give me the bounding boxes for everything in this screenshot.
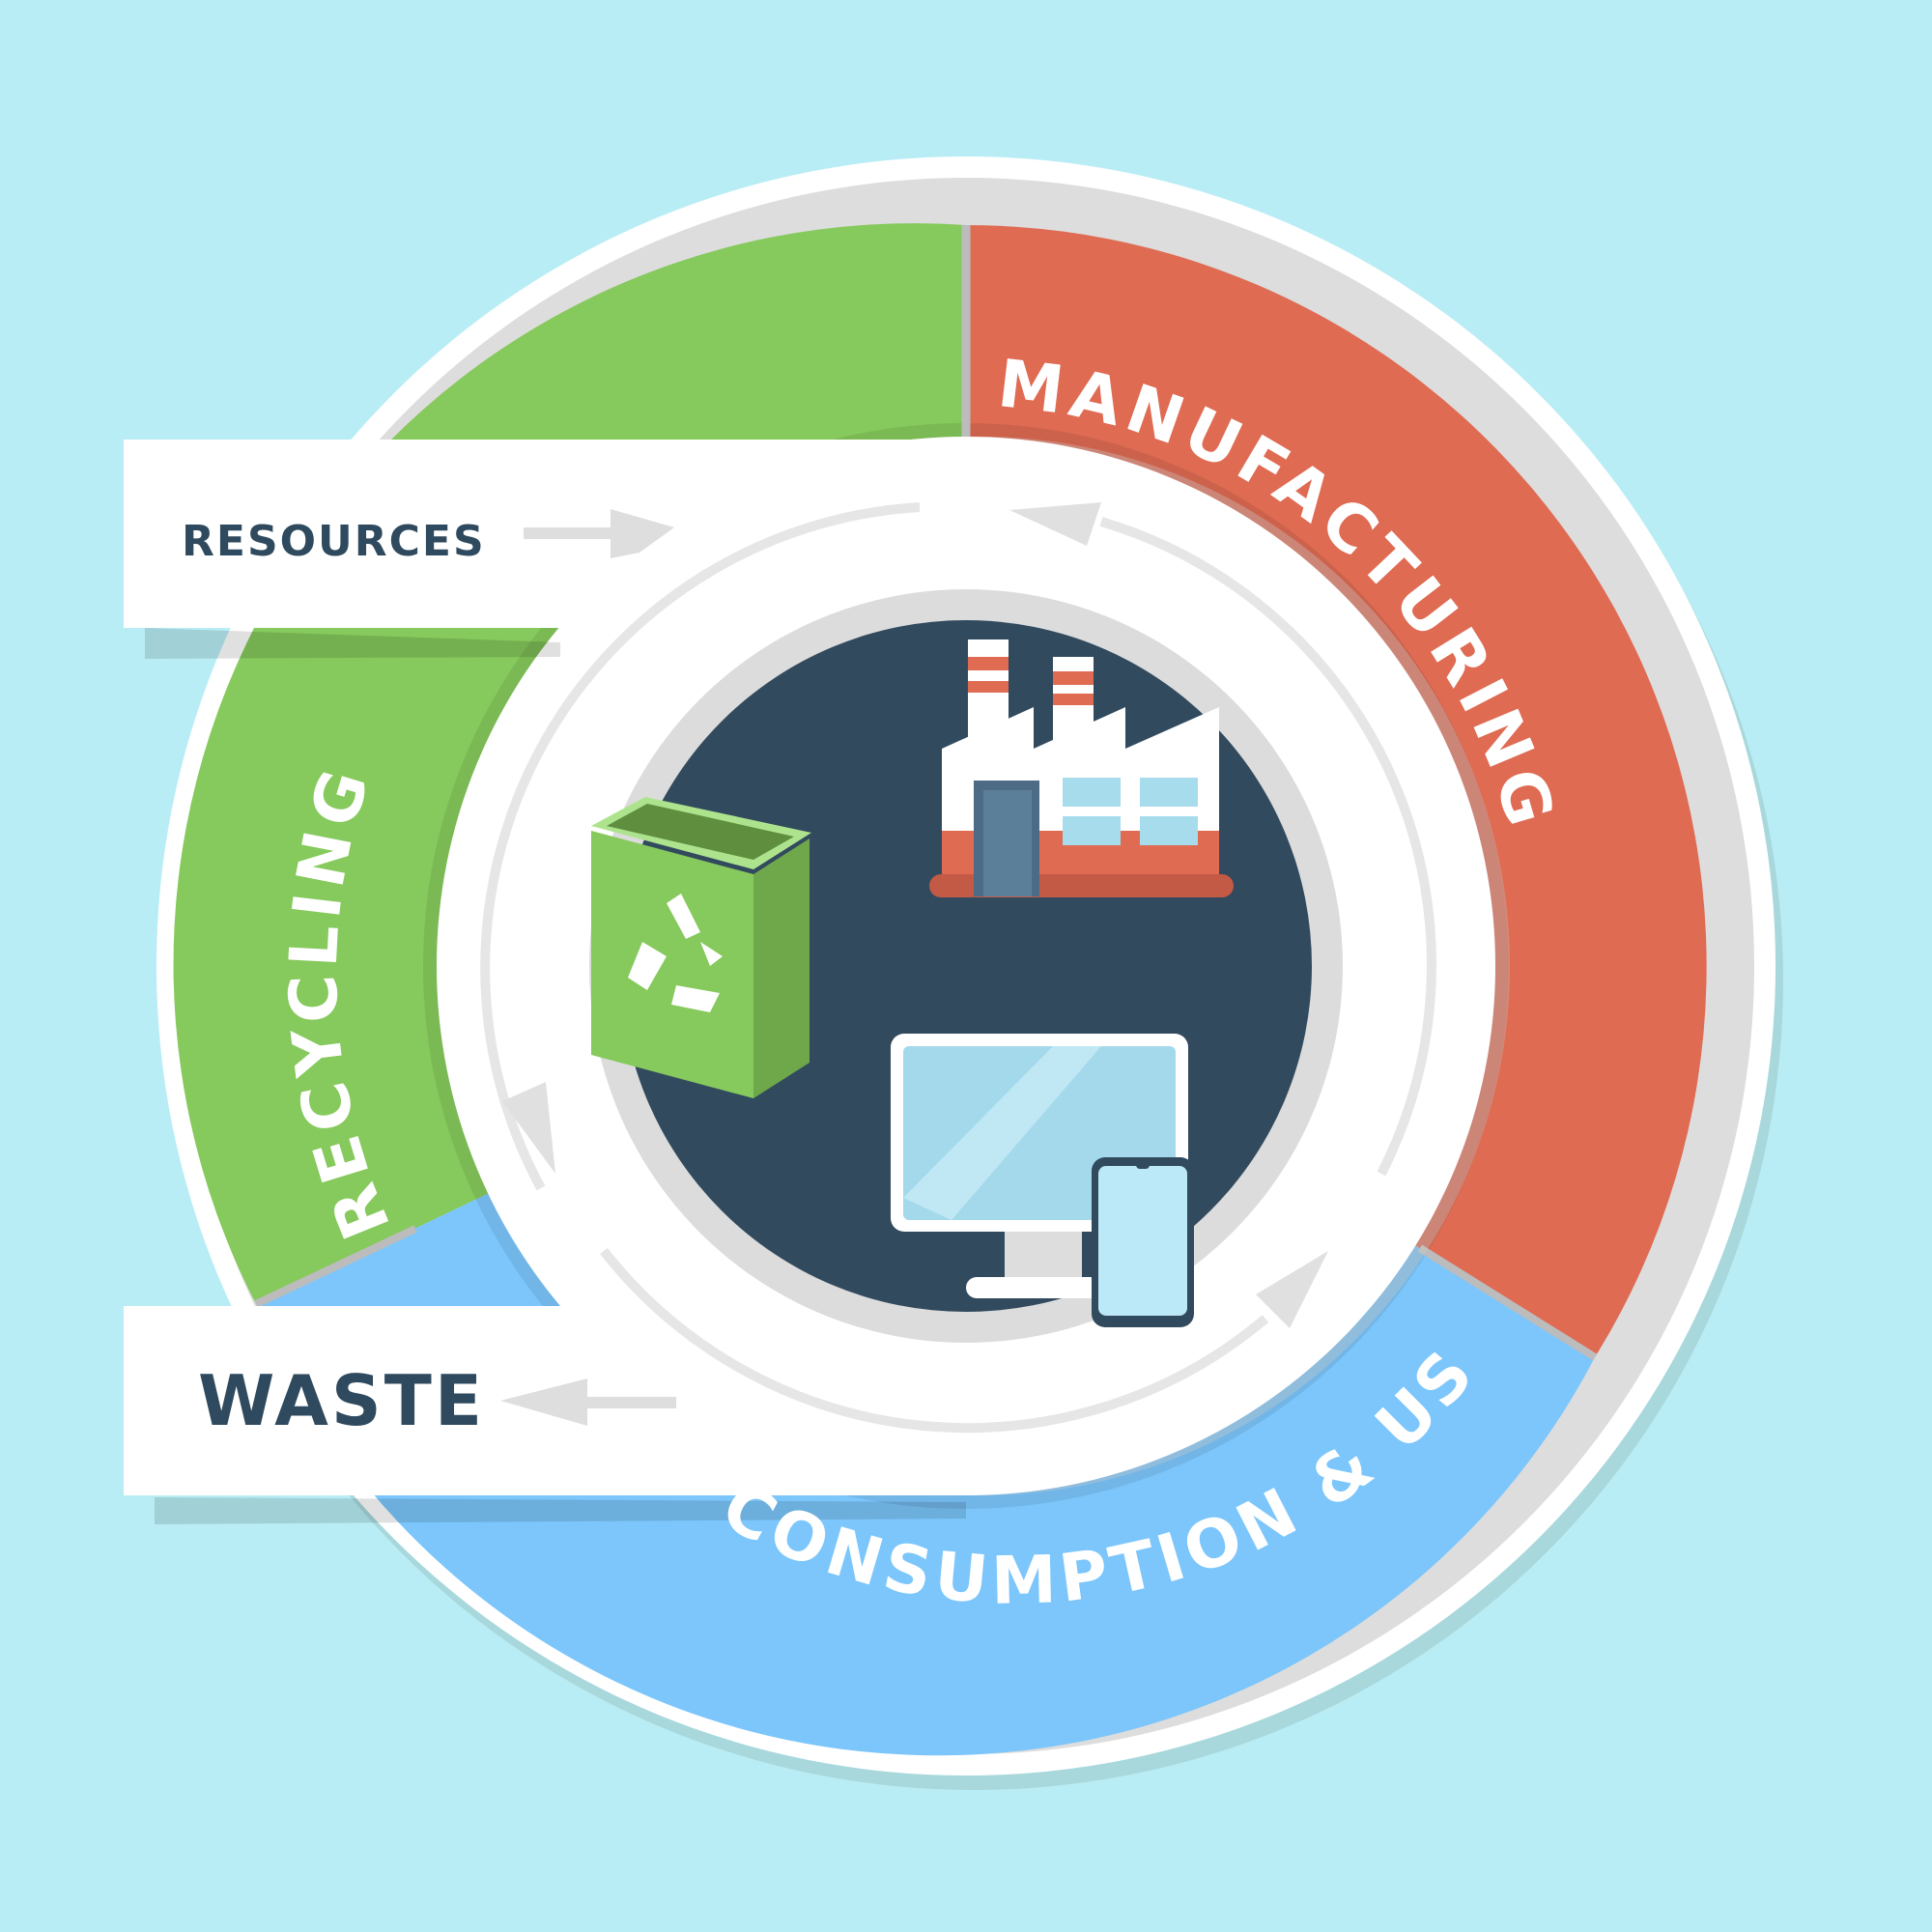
arrow-head-bottom bbox=[1256, 1251, 1328, 1328]
resources-label: RESOURCES bbox=[182, 517, 486, 566]
waste-label: WASTE bbox=[198, 1360, 485, 1441]
recycle-symbol-icon bbox=[628, 894, 723, 1012]
factory-icon bbox=[929, 639, 1234, 897]
divider-left bbox=[254, 1225, 417, 1308]
resources-box-shadow bbox=[145, 628, 560, 659]
inner-flow-arc-bottom bbox=[600, 1247, 1269, 1434]
inner-flow-arc-right bbox=[1099, 517, 1436, 1177]
waste-box-shadow bbox=[155, 1497, 966, 1524]
inner-flow-arc-left bbox=[480, 502, 921, 1191]
resources-arrow-head bbox=[611, 509, 674, 558]
arrow-head-left bbox=[502, 1082, 555, 1174]
arrow-head-top bbox=[1009, 502, 1101, 546]
recycle-bin-icon bbox=[591, 797, 811, 1098]
waste-arrow-head bbox=[500, 1378, 587, 1426]
smartphone-icon bbox=[1092, 1157, 1194, 1327]
divider-right bbox=[1417, 1244, 1598, 1361]
